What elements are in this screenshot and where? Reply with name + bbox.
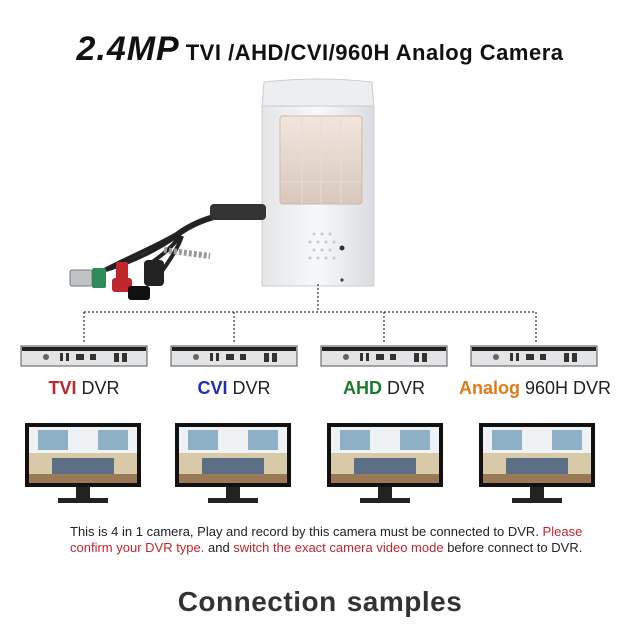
dvr-unit-1	[20, 345, 148, 367]
dvr-label-cvi: CVI DVR	[170, 378, 298, 399]
monitor-image-1	[25, 423, 141, 503]
dvr-type: AHD	[342, 378, 382, 398]
footer-title: Connection samples	[0, 586, 640, 618]
pir-camera-image	[261, 78, 375, 287]
note-warning: switch the exact camera video mode	[233, 540, 444, 555]
note-text: before connect to DVR.	[443, 540, 583, 555]
dvr-type: Analog	[458, 378, 520, 398]
dvr-suffix: 960H DVR	[519, 378, 612, 398]
note-warning: Please confirm your DVR type.	[70, 524, 583, 555]
monitor-image-3	[327, 423, 443, 503]
dvr-type: TVI	[48, 378, 77, 398]
dvr-suffix: DVR	[381, 378, 425, 398]
note-text: and	[204, 540, 234, 555]
title-resolution: 2.4MP	[76, 30, 180, 68]
connection-note: This is 4 in 1 camera, Play and record b…	[70, 524, 590, 556]
monitor-image-2	[175, 423, 291, 503]
camera-cables-image	[69, 204, 266, 300]
dvr-unit-2	[170, 345, 298, 367]
monitor-image-4	[479, 423, 595, 503]
dvr-label-tvi: TVI DVR	[20, 378, 148, 399]
dvr-suffix: DVR	[227, 378, 271, 398]
dvr-label-analog: Analog 960H DVR	[450, 378, 620, 399]
dvr-label-ahd: AHD DVR	[320, 378, 448, 399]
note-text: This is 4 in 1 camera, Play and record b…	[70, 524, 543, 539]
dvr-type: CVI	[197, 378, 228, 398]
title-description: TVI /AHD/CVI/960H Analog Camera	[185, 40, 564, 65]
connection-lines	[83, 284, 537, 342]
dvr-suffix: DVR	[76, 378, 120, 398]
dvr-unit-4	[470, 345, 598, 367]
dvr-unit-3	[320, 345, 448, 367]
footer-word: Connection	[177, 586, 337, 617]
footer-word: samples	[346, 586, 463, 617]
